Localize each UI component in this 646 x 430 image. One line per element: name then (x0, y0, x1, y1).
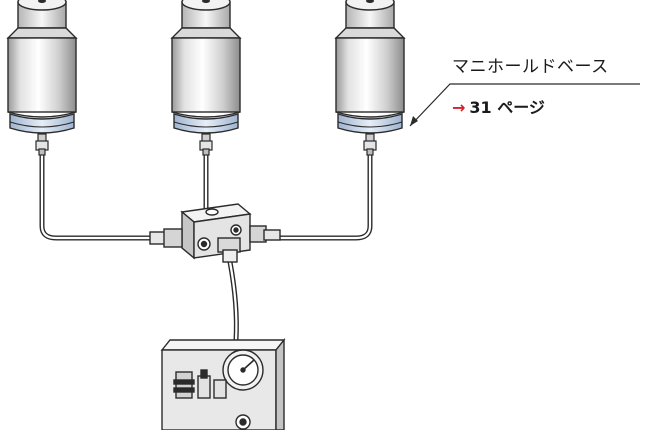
tank-left (7, 0, 77, 156)
tank-center (171, 0, 241, 156)
page-reference-text: 31 ページ (469, 98, 545, 117)
tank-right (335, 0, 405, 156)
controller-unit (160, 338, 286, 430)
manifold-base (149, 203, 281, 263)
red-arrow-icon: → (452, 98, 466, 117)
callout-leader-line (409, 83, 640, 127)
callout-title: マニホールドベース (452, 57, 609, 77)
callout-page-reference[interactable]: →31 ページ (452, 94, 545, 118)
